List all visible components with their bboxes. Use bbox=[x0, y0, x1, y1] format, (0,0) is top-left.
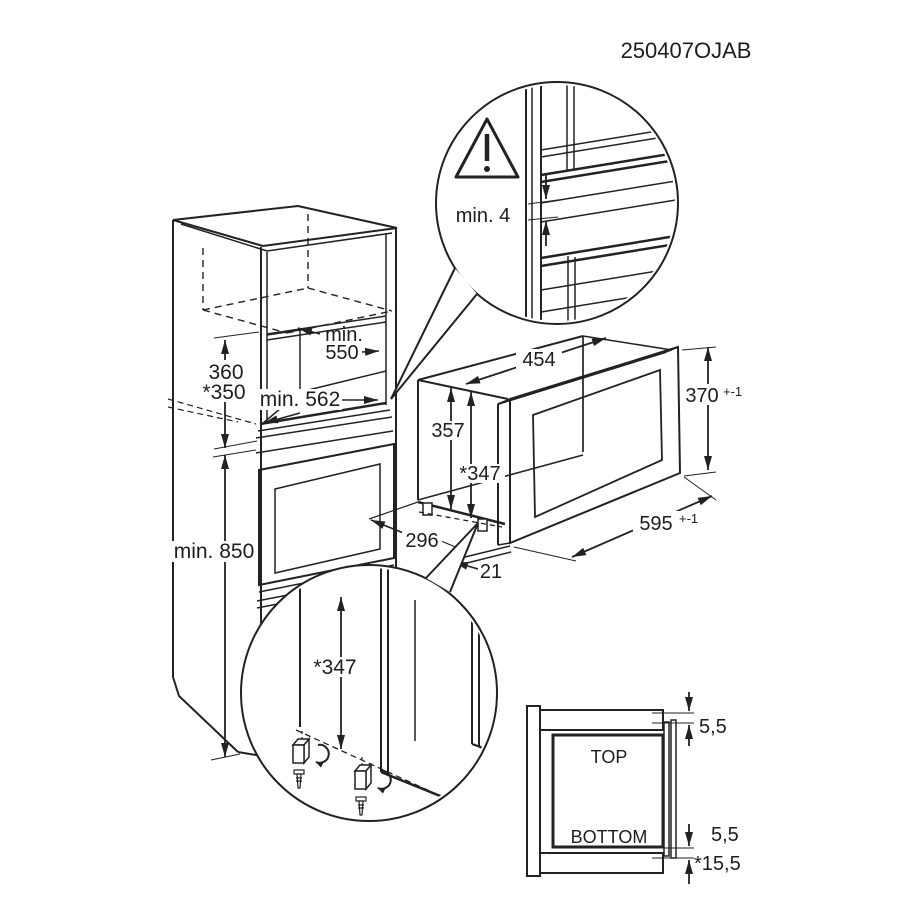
hidden-interior-lines bbox=[202, 214, 393, 334]
dim-front-overhang: 21 bbox=[480, 561, 502, 583]
dim-body-height: 357 bbox=[431, 420, 464, 442]
dim-gap-top: 5,5 bbox=[699, 716, 727, 738]
section-bottom-label: BOTTOM bbox=[571, 827, 648, 847]
dim-top-gap: min. 4 bbox=[456, 205, 510, 227]
microwave-dimensions: 454 370 +-1 357 *347 595 +-1 296 21 bbox=[370, 337, 742, 583]
dim-niche-height: 360 bbox=[208, 361, 243, 384]
dim-body-depth: 454 bbox=[522, 349, 555, 371]
spacer-foot-icon bbox=[291, 736, 311, 766]
warning-triangle-icon bbox=[454, 117, 520, 179]
section-view: TOP BOTTOM 5,5 5,5 *15,5 bbox=[526, 692, 741, 884]
spacer-foot-icon bbox=[353, 762, 373, 792]
section-top-label: TOP bbox=[591, 747, 628, 767]
drawing-code: 250407OJAB bbox=[621, 38, 752, 63]
screw-icon bbox=[355, 796, 367, 816]
dim-cabinet-height: min. 850 bbox=[174, 540, 255, 563]
dim-front-height: 370 bbox=[685, 385, 718, 407]
callout-pointer bbox=[425, 522, 479, 593]
dim-front-width-tol: +-1 bbox=[679, 511, 698, 526]
dim-detail-height-alt: *347 bbox=[313, 656, 356, 679]
dim-rear-depth: 296 bbox=[405, 530, 438, 552]
dim-niche-depth: min. 562 bbox=[260, 388, 341, 411]
callout-pointer bbox=[390, 267, 478, 400]
dim-niche-width-label: min. bbox=[325, 324, 363, 346]
rotation-arrow-icon bbox=[315, 743, 330, 768]
detail-callout-top: min. 4 bbox=[390, 81, 679, 400]
dim-niche-width-value: 550 bbox=[325, 342, 358, 364]
dim-gap-bottom-alt: *15,5 bbox=[694, 853, 741, 875]
detail-callout-bottom: *347 bbox=[240, 522, 498, 822]
rotation-arrow-icon bbox=[377, 769, 392, 794]
dim-gap-bottom: 5,5 bbox=[711, 824, 739, 846]
dim-niche-height-alt: *350 bbox=[202, 381, 245, 404]
dim-front-height-tol: +-1 bbox=[723, 384, 742, 399]
dim-front-width: 595 bbox=[639, 513, 672, 535]
cabinet-dimensions: min. 550 360 *350 min. 562 min. 850 bbox=[167, 324, 380, 761]
dim-body-height-alt: *347 bbox=[459, 463, 500, 485]
screw-icon bbox=[293, 769, 305, 789]
